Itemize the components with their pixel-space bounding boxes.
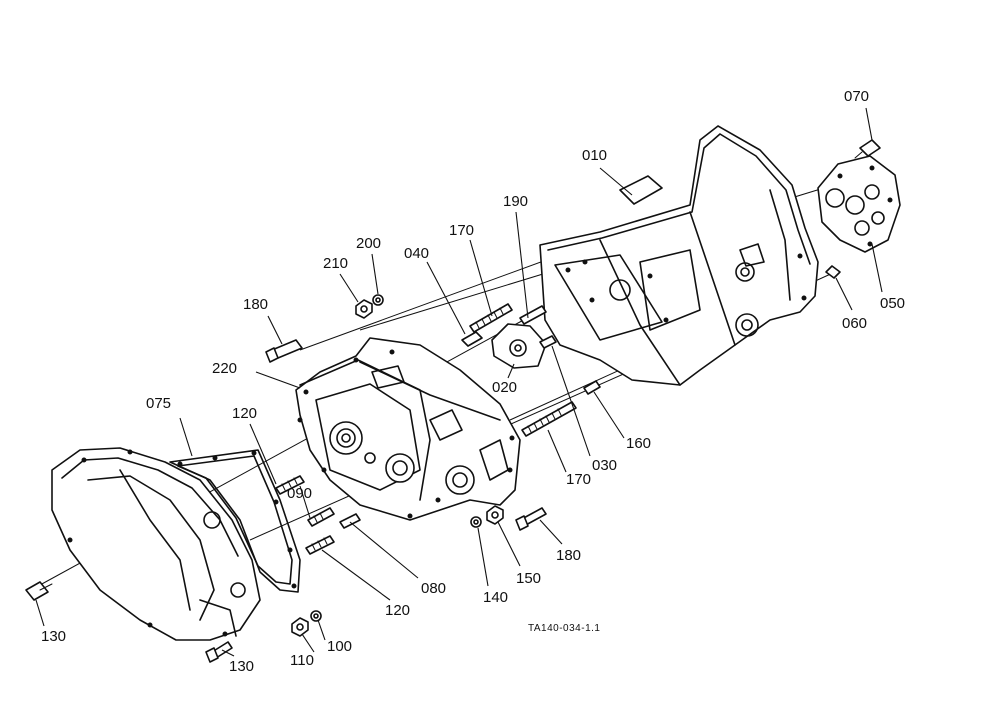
clutch-bell-housing [51, 447, 261, 641]
label-050: 050 [880, 295, 905, 312]
stud-120-lower [305, 535, 335, 555]
label-100: 100 [327, 638, 352, 655]
label-040: 040 [404, 245, 429, 262]
label-180-upper: 180 [243, 296, 268, 313]
nut-110 [291, 617, 309, 637]
label-130-left: 130 [41, 628, 66, 645]
transmission-case [539, 125, 819, 386]
label-010: 010 [582, 147, 607, 164]
label-200: 200 [356, 235, 381, 252]
bolt-130-left [25, 581, 53, 601]
label-190: 190 [503, 193, 528, 210]
label-170-upper: 170 [449, 222, 474, 239]
label-140: 140 [483, 589, 508, 606]
dowel-pin-060 [825, 265, 841, 279]
nut-150 [486, 505, 504, 525]
label-120-lower: 120 [385, 602, 410, 619]
bolt-180-lower [515, 507, 547, 531]
stud-170-lower [521, 401, 577, 437]
label-090: 090 [287, 485, 312, 502]
label-075: 075 [146, 395, 171, 412]
gasket-075 [169, 449, 301, 593]
figure-code: TA140-034-1.1 [528, 623, 600, 634]
bolt-180-upper [265, 339, 303, 363]
pin-080 [339, 513, 361, 529]
label-160: 160 [626, 435, 651, 452]
label-080: 080 [421, 580, 446, 597]
rear-cover-plate [817, 155, 901, 253]
washer-140 [470, 516, 482, 528]
label-210: 210 [323, 255, 348, 272]
label-180-lower: 180 [556, 547, 581, 564]
label-030: 030 [592, 457, 617, 474]
leader-lines [35, 107, 883, 657]
stud-170-upper [469, 303, 513, 333]
pin-040 [461, 331, 483, 347]
label-060: 060 [842, 315, 867, 332]
label-110: 110 [290, 652, 314, 669]
label-070: 070 [844, 88, 869, 105]
pin-160 [583, 380, 601, 395]
mid-housing-220 [295, 337, 521, 521]
nut-210 [355, 299, 373, 319]
label-020: 020 [492, 379, 517, 396]
label-150: 150 [516, 570, 541, 587]
shaft-030 [539, 335, 557, 349]
pin-090 [307, 507, 335, 527]
label-120-upper: 120 [232, 405, 257, 422]
label-220: 220 [212, 360, 237, 377]
small-plate-020 [491, 323, 547, 369]
label-130-bottom: 130 [229, 658, 254, 675]
stud-190 [519, 305, 547, 325]
part-labels: 010 070 050 060 190 170 040 200 210 180 … [41, 88, 905, 675]
bolt-070 [854, 139, 881, 159]
label-170-lower: 170 [566, 471, 591, 488]
washer-100 [310, 610, 322, 622]
washer-200 [372, 294, 384, 306]
stud-120-upper [275, 475, 305, 495]
